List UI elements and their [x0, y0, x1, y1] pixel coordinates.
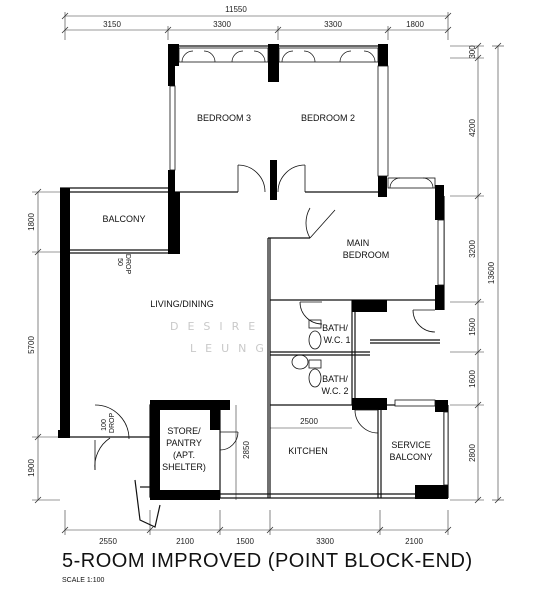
dim-top-4: 1800: [406, 20, 424, 29]
dim-right-2: 4200: [468, 119, 477, 137]
dim-top-3: 3300: [324, 20, 342, 29]
dimension-ticks: [34, 12, 502, 534]
room-bath-2-line-2: W.C. 2: [321, 386, 348, 396]
plan-scale: SCALE 1:100: [62, 577, 105, 584]
room-main-bedroom-line-2: BEDROOM: [343, 250, 390, 260]
dim-store-height: 2850: [242, 441, 251, 459]
dim-right-4: 1500: [468, 318, 477, 336]
windows: [169, 47, 449, 486]
room-bath-2-line-1: BATH/: [322, 374, 348, 384]
dim-bottom-2: 2100: [176, 537, 194, 546]
dim-kitchen-width: 2500: [300, 417, 318, 426]
room-balcony: BALCONY: [102, 214, 145, 224]
room-kitchen: KITCHEN: [288, 446, 328, 456]
room-store-line-2: PANTRY: [166, 438, 202, 448]
room-bath-1-line-1: BATH/: [322, 323, 348, 333]
room-store-line-3: (APT.: [173, 450, 195, 460]
dim-left-1: 1800: [27, 213, 36, 231]
room-bedroom-2: BEDROOM 2: [301, 113, 355, 123]
note-entry-drop-label: DROP: [109, 413, 116, 434]
room-store-line-1: STORE/: [167, 426, 201, 436]
room-bath-1-line-2: W.C. 1: [323, 335, 350, 345]
plan-title: 5-ROOM IMPROVED (POINT BLOCK-END): [62, 550, 473, 572]
dim-right-5: 1600: [468, 370, 477, 388]
dim-bottom-3: 1500: [236, 537, 254, 546]
dim-left-2: 5700: [27, 336, 36, 354]
dim-bottom-4: 3300: [316, 537, 334, 546]
note-balcony-drop-label: DROP: [124, 254, 131, 275]
dim-overall-height: 13600: [487, 261, 496, 284]
dim-left-3: 1900: [27, 459, 36, 477]
dim-bottom-5: 2100: [405, 537, 423, 546]
dim-right-3: 3200: [468, 240, 477, 258]
room-service-balcony-line-1: SERVICE: [391, 440, 430, 450]
watermark-line-2: LEUNG: [190, 342, 273, 355]
bath-fixtures: [291, 319, 322, 388]
thick-walls: [58, 44, 448, 500]
note-entry-drop-value: 100: [101, 419, 108, 431]
dim-right-6: 2800: [468, 444, 477, 462]
doors: [94, 164, 436, 471]
dim-top-1: 3150: [103, 20, 121, 29]
room-store-line-4: SHELTER): [162, 462, 206, 472]
window-arcs: [181, 50, 434, 189]
dim-overall-width: 11550: [225, 5, 247, 14]
watermark-line-1: DESIRE: [170, 320, 264, 333]
dim-right-1: 300: [468, 45, 477, 59]
room-bedroom-3: BEDROOM 3: [197, 113, 251, 123]
room-main-bedroom-line-1: MAIN: [347, 238, 370, 248]
dim-top-2: 3300: [213, 20, 231, 29]
room-service-balcony-line-2: BALCONY: [389, 452, 432, 462]
dim-bottom-1: 2550: [99, 537, 117, 546]
note-balcony-drop-value: 50: [116, 258, 123, 266]
room-living-dining: LIVING/DINING: [150, 299, 214, 309]
